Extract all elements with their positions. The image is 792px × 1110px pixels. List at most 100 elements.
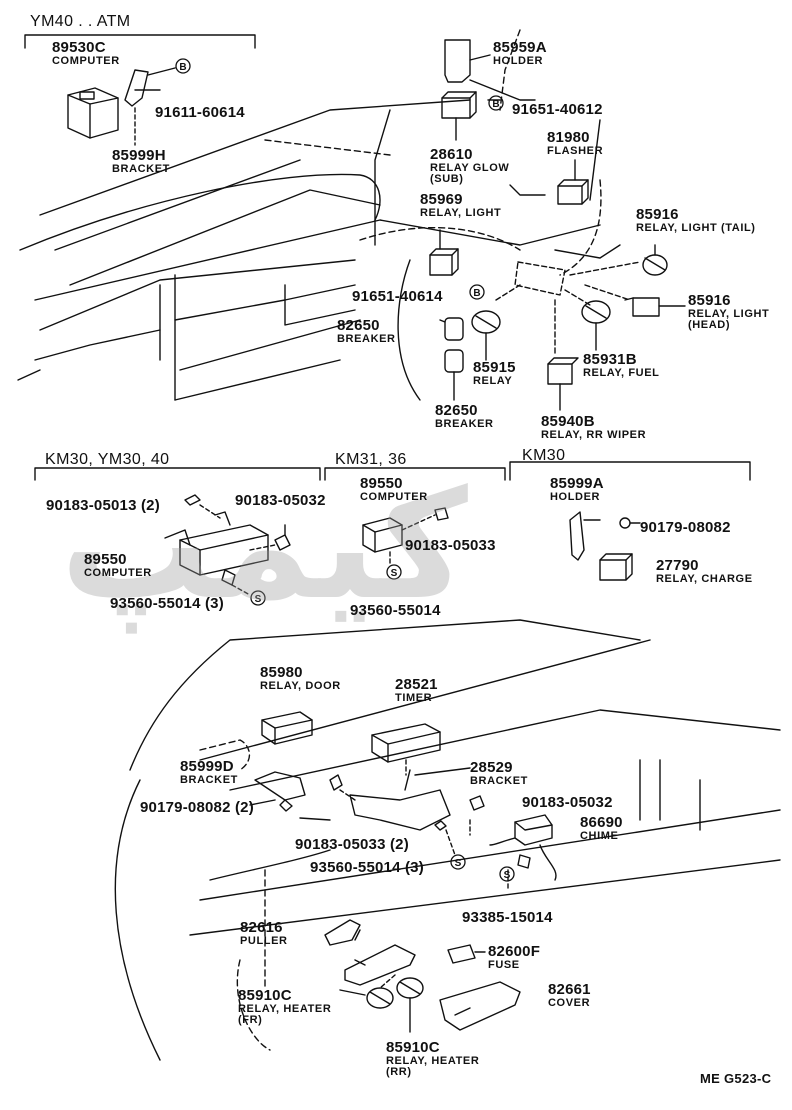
part-label-90179-08082: 90179-08082 bbox=[640, 520, 731, 535]
part-number: 28529 bbox=[470, 759, 513, 776]
part-description: RELAY, HEATER bbox=[386, 1055, 480, 1067]
relay-tail-shape bbox=[642, 254, 668, 276]
part-label-90183-05033-2: 90183-05033 (2) bbox=[295, 837, 409, 852]
relay-glow-shape bbox=[441, 91, 477, 119]
marker-s-2: S bbox=[386, 564, 402, 580]
part-number: 85910C bbox=[386, 1039, 440, 1056]
part-label-90179-08082-2: 90179-08082 (2) bbox=[140, 800, 254, 815]
part-number: 85915 bbox=[473, 359, 516, 376]
relay-85969-shape bbox=[429, 248, 459, 276]
part-label-90183-05032: 90183-05032 bbox=[522, 795, 613, 810]
flasher-shape bbox=[557, 179, 589, 205]
part-label-93560-55014: 93560-55014 bbox=[350, 603, 441, 618]
part-description-extra: (HEAD) bbox=[688, 319, 731, 331]
section-km31-36: KM31, 36 bbox=[335, 451, 407, 468]
part-description: BRACKET bbox=[180, 774, 238, 786]
fuse-block-shape bbox=[344, 944, 416, 986]
chime-shape bbox=[514, 814, 553, 846]
part-number: 82600F bbox=[488, 943, 541, 960]
part-number: 93560-55014 bbox=[350, 602, 441, 619]
part-number: 85999D bbox=[180, 758, 234, 775]
section-km30: KM30 bbox=[522, 447, 566, 464]
relay-head-shape bbox=[624, 297, 660, 317]
holder-85959a-shape bbox=[444, 39, 471, 83]
part-description: RELAY, LIGHT bbox=[420, 207, 502, 219]
footer-code: ME G523-C bbox=[700, 1071, 772, 1086]
holder-85999a-shape bbox=[569, 511, 585, 561]
svg-text:S: S bbox=[255, 594, 262, 605]
part-number: 85916 bbox=[636, 206, 679, 223]
km31-bracket-line bbox=[324, 467, 506, 481]
dashboard-outline-bottom bbox=[114, 619, 781, 1061]
relay-plate-shape bbox=[514, 261, 566, 296]
relay-door-shape bbox=[261, 711, 313, 745]
part-number: 90183-05013 (2) bbox=[46, 497, 160, 514]
bracket-85999d-shape bbox=[254, 771, 306, 801]
part-number: 86690 bbox=[580, 814, 623, 831]
part-number: 85910C bbox=[238, 987, 292, 1004]
bracket-28529-shape bbox=[349, 789, 451, 831]
computer-89530c-shape bbox=[67, 87, 119, 139]
km30-bracket-line bbox=[509, 461, 751, 481]
section-ym40-atm: YM40 . . ATM bbox=[30, 13, 131, 30]
svg-text:B: B bbox=[492, 99, 499, 110]
bracket-85999h-shape bbox=[124, 69, 149, 107]
relay-wiper-shape bbox=[547, 357, 579, 385]
part-label-91651-40612: 91651-40612 bbox=[512, 102, 603, 117]
part-number: 82661 bbox=[548, 981, 591, 998]
part-label-93560-55014-3: 93560-55014 (3) bbox=[310, 860, 424, 875]
part-label-93385-15014: 93385-15014 bbox=[462, 910, 553, 925]
part-description: PULLER bbox=[240, 935, 288, 947]
part-number: 91651-40614 bbox=[352, 288, 443, 305]
part-number: 90183-05033 bbox=[405, 537, 496, 554]
part-description: RELAY GLOW bbox=[430, 162, 510, 174]
part-description: COVER bbox=[548, 997, 591, 1009]
part-label-90183-05013-2: 90183-05013 (2) bbox=[46, 498, 160, 513]
part-description: RELAY, LIGHT (TAIL) bbox=[636, 222, 756, 234]
part-description-extra: (SUB) bbox=[430, 173, 464, 185]
marker-b-3: B bbox=[469, 284, 485, 300]
part-description: HOLDER bbox=[493, 55, 544, 67]
part-description: RELAY bbox=[473, 375, 513, 387]
part-description: COMPUTER bbox=[52, 55, 120, 67]
computer-89550-left-shape bbox=[164, 511, 269, 576]
part-number: 85916 bbox=[688, 292, 731, 309]
part-description: COMPUTER bbox=[84, 567, 152, 579]
part-number: 90183-05032 bbox=[235, 492, 326, 509]
breaker-2-shape bbox=[444, 349, 464, 373]
marker-s-3: S bbox=[450, 854, 466, 870]
part-label-90183-05032: 90183-05032 bbox=[235, 493, 326, 508]
km30-ym30-bracket-line bbox=[34, 467, 321, 481]
part-description: CHIME bbox=[580, 830, 619, 842]
part-number: 90183-05032 bbox=[522, 794, 613, 811]
section-km30-ym30-40: KM30, YM30, 40 bbox=[45, 451, 170, 468]
part-number: 91611-60614 bbox=[155, 104, 245, 121]
part-number: 91651-40612 bbox=[512, 101, 603, 118]
part-description: COMPUTER bbox=[360, 491, 428, 503]
marker-s-4: S bbox=[499, 866, 515, 882]
part-number: 90179-08082 (2) bbox=[140, 799, 254, 816]
part-number: 89550 bbox=[84, 551, 127, 568]
part-number: 85980 bbox=[260, 664, 303, 681]
breaker-1-shape bbox=[439, 317, 464, 341]
part-description: FLASHER bbox=[547, 145, 604, 157]
